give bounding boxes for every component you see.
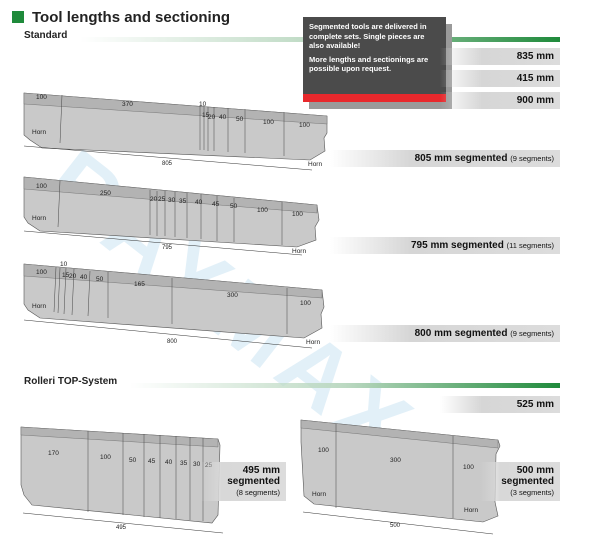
tool-500-drawing: 100 300 100 Horn Horn 500: [298, 412, 508, 537]
tool-795-seg-11: 100: [292, 211, 303, 218]
tool-495-label-line2: segmented: [227, 476, 280, 487]
header: Tool lengths and sectioning: [12, 8, 230, 26]
tool-805-seg-2: 370: [122, 101, 133, 108]
tool-805-seg-1: 100: [36, 94, 47, 101]
tool-495-seg-5: 40: [165, 459, 173, 466]
tool-495-dimension: 495: [116, 525, 127, 531]
tool-805-drawing: 100 370 10 15 20 40 50 100 100 Horn Horn…: [22, 88, 332, 173]
tool-495-seg-6: 35: [180, 460, 188, 467]
tool-795-seg-8: 45: [212, 201, 220, 208]
tool-805-dimension: 805: [162, 161, 173, 167]
page-title: Tool lengths and sectioning: [32, 8, 231, 26]
tool-795-seg-9: 50: [230, 203, 238, 210]
tool-800-seg-4: 20: [69, 273, 77, 280]
tool-495-label-line1: 495 mm: [242, 465, 280, 476]
tool-805-seg-8: 100: [263, 119, 274, 126]
tool-795-drawing: 100 250 20 25 30 35 40 45 50 100 100 Hor…: [22, 175, 332, 260]
tool-805-label-text: 805 mm segmented: [414, 153, 508, 164]
tool-805-seg-3: 10: [199, 101, 207, 108]
note-line-2: More lengths and sectionings are possibl…: [309, 54, 429, 74]
tool-495-count: (8 segments): [236, 488, 280, 497]
tool-805-seg-6: 40: [219, 114, 227, 121]
tool-800-seg-1: 100: [36, 269, 47, 276]
tool-500-label: 500 mm segmented (3 segments): [480, 462, 560, 501]
tool-500-horn-left: Horn: [312, 491, 326, 498]
tool-795-label: 795 mm segmented (11 segments): [330, 237, 560, 254]
tool-500-count: (3 segments): [510, 488, 554, 497]
tool-495-seg-2: 100: [100, 454, 111, 461]
tool-795-seg-7: 40: [195, 199, 203, 206]
tool-805-count: (9 segments): [510, 154, 554, 163]
title-marker: [12, 11, 24, 23]
tool-795-horn-left: Horn: [32, 215, 46, 222]
tool-805-seg-9: 100: [299, 122, 310, 129]
length-415: 415 mm: [440, 70, 560, 87]
tool-495-svg: 170 100 50 45 40 35 30 25 495: [20, 426, 224, 534]
tool-800-seg-9: 100: [300, 300, 311, 307]
standard-label: Standard: [24, 30, 68, 41]
tool-805-seg-4: 15: [202, 112, 210, 119]
tool-500-horn-right: Horn: [464, 507, 478, 514]
length-525: 525 mm: [440, 396, 560, 413]
tool-795-svg: 100 250 20 25 30 35 40 45 50 100 100 Hor…: [23, 176, 320, 256]
tool-500-svg: 100 300 100 Horn Horn 500: [300, 419, 501, 535]
note-line-1: Segmented tools are delivered in complet…: [309, 22, 427, 50]
tool-495-seg-4: 45: [148, 458, 156, 465]
tool-795-count: (11 segments): [506, 241, 554, 250]
tool-500-seg-2: 300: [390, 457, 401, 464]
tool-800-dimension: 800: [167, 339, 178, 345]
tool-800-horn-right: Horn: [306, 339, 320, 346]
tool-805-seg-7: 50: [236, 116, 244, 123]
tool-795-seg-6: 35: [179, 198, 187, 205]
rolleri-rule: [130, 383, 560, 388]
tool-800-seg-2: 10: [60, 261, 68, 268]
tool-805-horn-right: Horn: [308, 161, 322, 168]
tool-800-label-text: 800 mm segmented: [414, 328, 508, 339]
tool-495-seg-3: 50: [129, 457, 137, 464]
tool-495-label: 495 mm segmented (8 segments): [200, 462, 286, 501]
tool-795-seg-10: 100: [257, 207, 268, 214]
tool-800-seg-8: 300: [227, 292, 238, 299]
tool-795-seg-5: 30: [168, 197, 176, 204]
tool-495-drawing: 170 100 50 45 40 35 30 25 495: [18, 415, 233, 540]
tool-800-horn-left: Horn: [32, 303, 46, 310]
tool-795-dimension: 795: [162, 245, 173, 251]
tool-805-label: 805 mm segmented (9 segments): [330, 150, 560, 167]
length-835: 835 mm: [440, 48, 560, 65]
tool-500-label-line1: 500 mm: [516, 465, 554, 476]
tool-800-seg-5: 40: [80, 274, 88, 281]
length-900: 900 mm: [440, 92, 560, 109]
tool-500-label-line2: segmented: [501, 476, 554, 487]
rolleri-label: Rolleri TOP-System: [24, 376, 118, 387]
tool-800-label: 800 mm segmented (9 segments): [330, 325, 560, 342]
note-callout: Segmented tools are delivered in complet…: [303, 17, 453, 109]
tool-795-label-text: 795 mm segmented: [411, 240, 504, 251]
tool-800-seg-7: 165: [134, 281, 145, 288]
tool-795-seg-3: 20: [150, 196, 158, 203]
tool-795-seg-1: 100: [36, 183, 47, 190]
tool-795-horn-right: Horn: [292, 248, 306, 255]
tool-495-seg-7: 30: [193, 461, 201, 468]
tool-800-seg-6: 50: [96, 276, 104, 283]
tool-795-seg-2: 250: [100, 190, 111, 197]
tool-800-drawing: 100 10 15 20 40 50 165 300 100 Horn Horn…: [22, 261, 332, 352]
tool-800-seg-3: 15: [62, 272, 70, 279]
tool-805-seg-5: 20: [208, 114, 216, 121]
tool-805-svg: 100 370 10 15 20 40 50 100 100 Horn Horn…: [23, 92, 328, 171]
tool-800-count: (9 segments): [510, 329, 554, 338]
tool-500-seg-3: 100: [463, 464, 474, 471]
tool-500-dimension: 500: [390, 523, 401, 529]
tool-795-seg-4: 25: [158, 196, 166, 203]
tool-805-horn-left: Horn: [32, 129, 46, 136]
tool-495-seg-1: 170: [48, 450, 59, 457]
tool-800-svg: 100 10 15 20 40 50 165 300 100 Horn Horn…: [23, 261, 325, 349]
tool-500-seg-1: 100: [318, 447, 329, 454]
